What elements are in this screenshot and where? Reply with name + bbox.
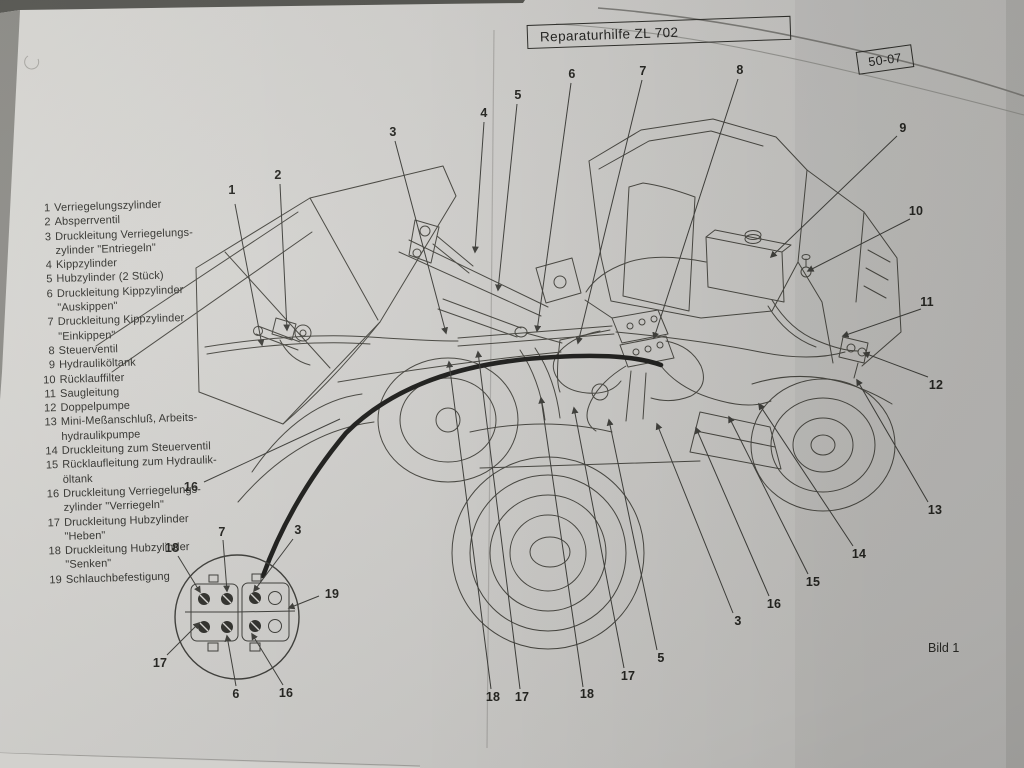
callout-label: 3 [294, 523, 302, 537]
page-title: Reparaturhilfe ZL 702 [539, 24, 679, 45]
callout-label: 2 [274, 168, 282, 182]
front-wheel [451, 456, 645, 650]
callout-label: 6 [568, 67, 576, 81]
callout-label: 18 [164, 541, 180, 555]
callout-label: 3 [389, 125, 397, 139]
callout-label: 16 [183, 480, 199, 494]
bucket [95, 165, 457, 425]
surface-below-page [0, 753, 420, 768]
thick-black-hose [260, 353, 664, 579]
leader-lines [166, 78, 929, 690]
photo-left-edge [0, 10, 20, 400]
callout-label: 4 [480, 106, 488, 120]
callout-label: 18 [485, 690, 501, 704]
callout-label: 19 [324, 587, 340, 601]
fold-curve-outer [597, 7, 1024, 97]
page-edge-right [1006, 0, 1024, 768]
callout-label: 13 [927, 503, 943, 517]
callout-label: 14 [851, 547, 867, 561]
callout-label: 6 [232, 687, 240, 701]
callout-label: 9 [899, 121, 907, 135]
callout-label: 16 [278, 686, 294, 700]
detail-circle-inset [174, 554, 300, 680]
callout-label: 1 [228, 183, 236, 197]
steps [689, 411, 782, 470]
fold-curve-inner [555, 23, 1024, 116]
page-code: 50-07 [867, 50, 903, 69]
callout-label: 17 [152, 656, 168, 670]
callout-label: 5 [514, 88, 522, 102]
page-shading-right [795, 0, 1024, 768]
callout-label: 3 [734, 614, 742, 628]
double-pump [838, 336, 869, 379]
callout-label: 11 [920, 295, 934, 309]
callout-label: 7 [218, 525, 226, 539]
control-valve-hoses [457, 299, 846, 432]
callout-label: 12 [928, 378, 944, 392]
callout-label: 7 [639, 64, 647, 78]
mid-wheel [377, 357, 519, 483]
callout-label: 5 [657, 651, 665, 665]
callout-label: 18 [579, 687, 595, 701]
callout-label: 15 [805, 575, 821, 589]
page-bottom-edge [0, 752, 421, 767]
photo-top-edge [0, 0, 525, 13]
figure-caption: Bild 1 [928, 641, 960, 655]
callout-label: 10 [908, 204, 924, 218]
callout-label: 17 [620, 669, 636, 683]
callout-label: 16 [766, 597, 782, 611]
callout-label: 8 [736, 63, 744, 77]
paper-blemish [24, 55, 40, 70]
engine-compartment [797, 169, 902, 367]
callout-label: 17 [514, 690, 530, 704]
